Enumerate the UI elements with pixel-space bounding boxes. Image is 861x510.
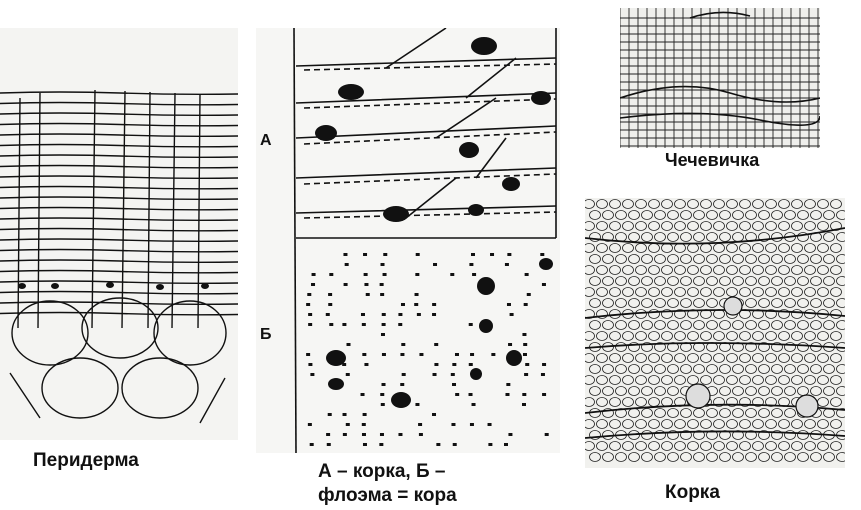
rhytidome-drawing <box>585 198 845 468</box>
caption-bark-phloem-line2: флоэма = кора <box>318 485 457 507</box>
periderm-drawing <box>0 28 238 440</box>
caption-lenticel: Чечевичка <box>665 150 759 171</box>
caption-periderm: Перидерма <box>33 450 139 472</box>
bark-phloem-illustration <box>256 28 560 453</box>
lenticel-drawing <box>620 8 820 148</box>
rhytidome-illustration <box>585 198 845 468</box>
periderm-illustration <box>0 28 238 440</box>
bark-phloem-drawing <box>256 28 560 453</box>
marker-a: А <box>260 132 272 150</box>
lenticel-illustration <box>620 8 820 148</box>
caption-bark-phloem-line1: А – корка, Б – <box>318 461 445 483</box>
caption-rhytidome: Корка <box>665 482 720 504</box>
marker-b: Б <box>260 326 272 344</box>
